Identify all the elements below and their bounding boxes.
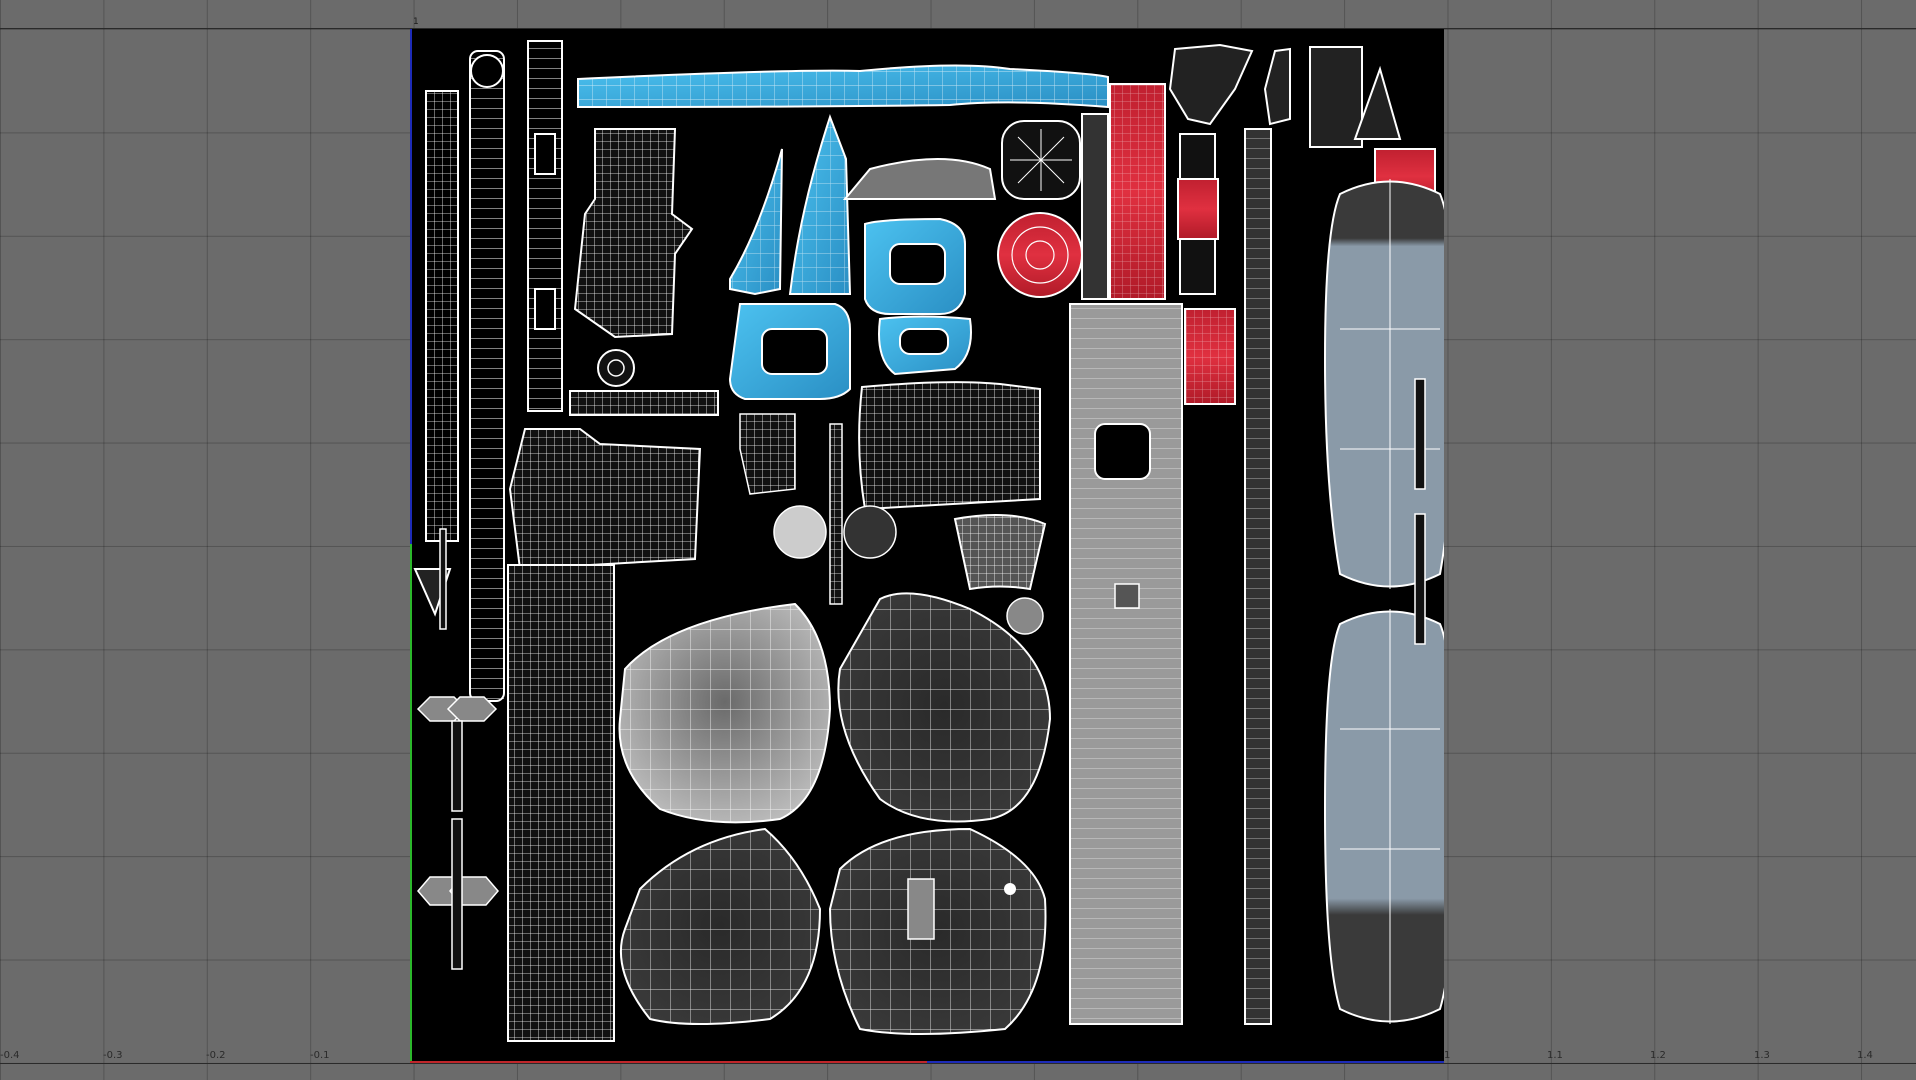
u-axis-line-right — [927, 1061, 1444, 1063]
uv-shell-rod-2[interactable] — [469, 50, 505, 702]
u-axis-label: -0.1 — [310, 1050, 330, 1061]
uv-shell-wrap-top[interactable] — [573, 128, 694, 339]
uv-shell-column-mid[interactable] — [829, 423, 843, 605]
uv-shell-fan[interactable] — [953, 514, 1047, 591]
uv-shell-board-long[interactable] — [1069, 303, 1183, 1025]
uv-tile-corner-label: 1 — [413, 17, 419, 27]
uv-shell-blue-buckle-1[interactable] — [864, 217, 966, 315]
u-axis-label: -0.4 — [0, 1050, 20, 1061]
uv-shell-red-disc[interactable] — [997, 212, 1083, 298]
uv-shells-layer[interactable] — [410, 29, 1444, 1063]
u-axis-label: 1 — [1444, 1050, 1451, 1061]
tile-bottom-border — [0, 1063, 1916, 1064]
uv-shell-arc[interactable] — [842, 158, 997, 200]
uv-shell-red-strip-2[interactable] — [1184, 308, 1236, 405]
uv-shell-dark-strip[interactable] — [1081, 113, 1109, 300]
uv-shell-cushion-4[interactable] — [828, 827, 1047, 1035]
u-axis-label: 1.1 — [1547, 1050, 1563, 1061]
u-axis-label: -0.3 — [103, 1050, 123, 1061]
uv-shell-wrap-left[interactable] — [508, 428, 702, 571]
u-axis-label: 1.2 — [1650, 1050, 1666, 1061]
uv-shell-small-parts[interactable] — [1168, 43, 1402, 148]
uv-shell-rod-3[interactable] — [527, 40, 563, 412]
uv-shell-strip[interactable] — [569, 390, 719, 416]
uv-shell-blue-fin-1[interactable] — [729, 148, 783, 296]
uv-shell-arrow-piece[interactable] — [413, 528, 452, 630]
u-axis-line-left — [410, 1061, 927, 1063]
uv-shell-hex-piece-2[interactable] — [417, 818, 499, 970]
uv-shell-small-disc[interactable] — [597, 349, 635, 387]
u-axis-label: 1.4 — [1857, 1050, 1873, 1061]
uv-shell-blue-buckle-2[interactable] — [728, 303, 851, 400]
uv-shell-cushion-2[interactable] — [837, 592, 1052, 823]
v-axis-line-lower — [410, 544, 412, 1063]
uv-shell-rounded-square[interactable] — [1001, 120, 1081, 200]
tile-top-border — [0, 28, 1916, 29]
uv-shell-slim-bars[interactable] — [1414, 378, 1426, 645]
uv-shell-wrap-right[interactable] — [858, 381, 1041, 511]
uv-shell-board-top[interactable] — [1323, 179, 1444, 589]
uv-shell-cushion-3[interactable] — [619, 827, 822, 1025]
u-axis-label: 1.3 — [1754, 1050, 1770, 1061]
uv-shell-board-bottom[interactable] — [1323, 609, 1444, 1024]
uv-shell-cushion-1[interactable] — [618, 602, 832, 824]
uv-shell-blue-strap[interactable] — [577, 64, 1109, 109]
u-axis-label: -0.2 — [206, 1050, 226, 1061]
uv-shell-grid-panel[interactable] — [507, 564, 615, 1042]
uv-shell-red-strip-1[interactable] — [1109, 83, 1166, 300]
uv-shell-blue-buckle-3[interactable] — [878, 315, 972, 376]
v-axis-line-upper — [410, 29, 412, 544]
uv-shell-thin-column[interactable] — [1244, 128, 1272, 1025]
uv-shell-discs-mid[interactable] — [773, 505, 1044, 635]
uv-shell-rod-1[interactable] — [425, 90, 459, 542]
uv-shell-red-slider[interactable] — [1177, 133, 1219, 295]
uv-shell-hex-piece-1[interactable] — [416, 696, 498, 812]
uv-tile-0-1[interactable] — [410, 29, 1444, 1063]
uv-shell-net[interactable] — [739, 413, 796, 495]
uv-shell-blue-fin-2[interactable] — [788, 113, 852, 295]
